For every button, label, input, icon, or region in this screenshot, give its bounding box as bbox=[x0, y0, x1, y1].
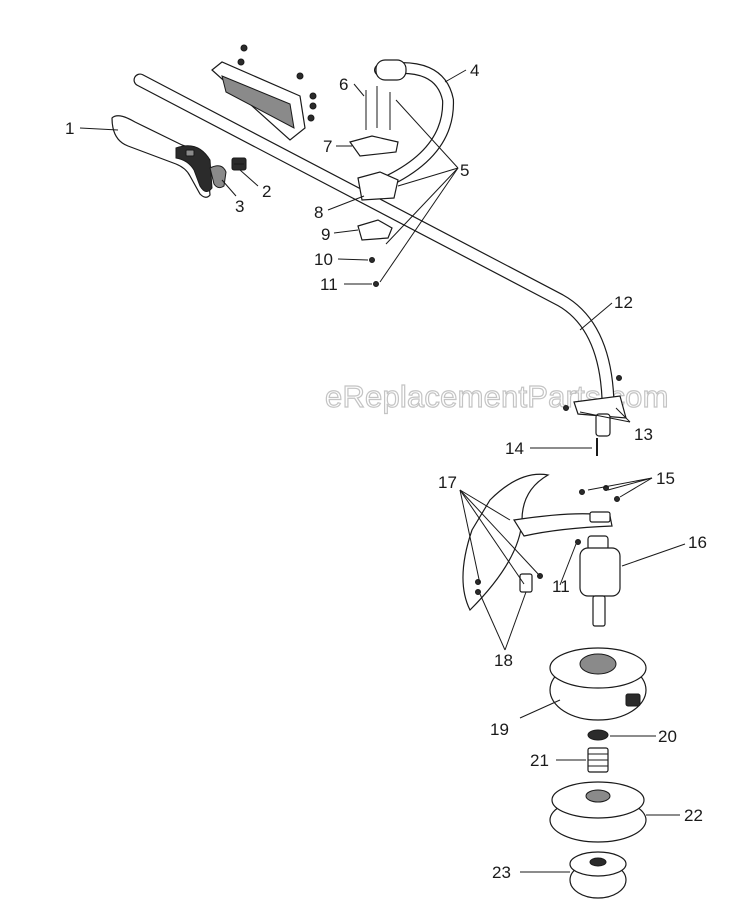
callout-12: 12 bbox=[614, 293, 633, 312]
part-23-bump-knob bbox=[569, 851, 627, 899]
callout-22: 22 bbox=[684, 806, 703, 825]
callout-17: 17 bbox=[438, 473, 457, 492]
callout-11-upper: 11 bbox=[320, 275, 338, 294]
drive-shaft bbox=[133, 73, 615, 407]
callout-10: 10 bbox=[314, 250, 333, 269]
part-17-guard bbox=[462, 473, 613, 612]
callout-7: 7 bbox=[323, 137, 332, 156]
part-16-gear-head bbox=[575, 535, 621, 627]
callout-15: 15 bbox=[656, 469, 675, 488]
part-3-trigger bbox=[209, 165, 227, 189]
callout-6: 6 bbox=[339, 75, 348, 94]
part-2-switch-nut bbox=[231, 157, 247, 171]
callout-9: 9 bbox=[321, 225, 330, 244]
handle-clamp-hardware bbox=[349, 86, 399, 287]
part-19-trimmer-head-housing bbox=[549, 647, 647, 721]
callout-labels: 1 2 3 4 5 6 7 8 9 10 11 12 13 14 15 16 1… bbox=[65, 61, 707, 882]
part-13-shaft-clamp bbox=[563, 375, 627, 437]
callout-19: 19 bbox=[490, 720, 509, 739]
callout-21: 21 bbox=[530, 751, 549, 770]
callout-20: 20 bbox=[658, 727, 677, 746]
callout-11-lower: 11 bbox=[552, 577, 570, 596]
throttle-housing bbox=[211, 44, 317, 141]
callout-16: 16 bbox=[688, 533, 707, 552]
callout-5: 5 bbox=[460, 161, 469, 180]
part-20-washer bbox=[587, 729, 609, 741]
callout-1: 1 bbox=[65, 119, 74, 138]
callout-4: 4 bbox=[470, 61, 479, 80]
callout-13: 13 bbox=[634, 425, 653, 444]
part-15-screws bbox=[579, 485, 620, 502]
part-21-spring bbox=[587, 747, 609, 773]
part-1-rear-handle bbox=[111, 115, 213, 198]
leader-lines bbox=[79, 69, 686, 873]
part-22-spool bbox=[549, 781, 647, 843]
callout-8: 8 bbox=[314, 203, 323, 222]
callout-3: 3 bbox=[235, 197, 244, 216]
part-4-loop-handle bbox=[374, 59, 455, 186]
callout-18: 18 bbox=[494, 651, 513, 670]
callout-14: 14 bbox=[505, 439, 524, 458]
callout-23: 23 bbox=[492, 863, 511, 882]
callout-2: 2 bbox=[262, 182, 271, 201]
